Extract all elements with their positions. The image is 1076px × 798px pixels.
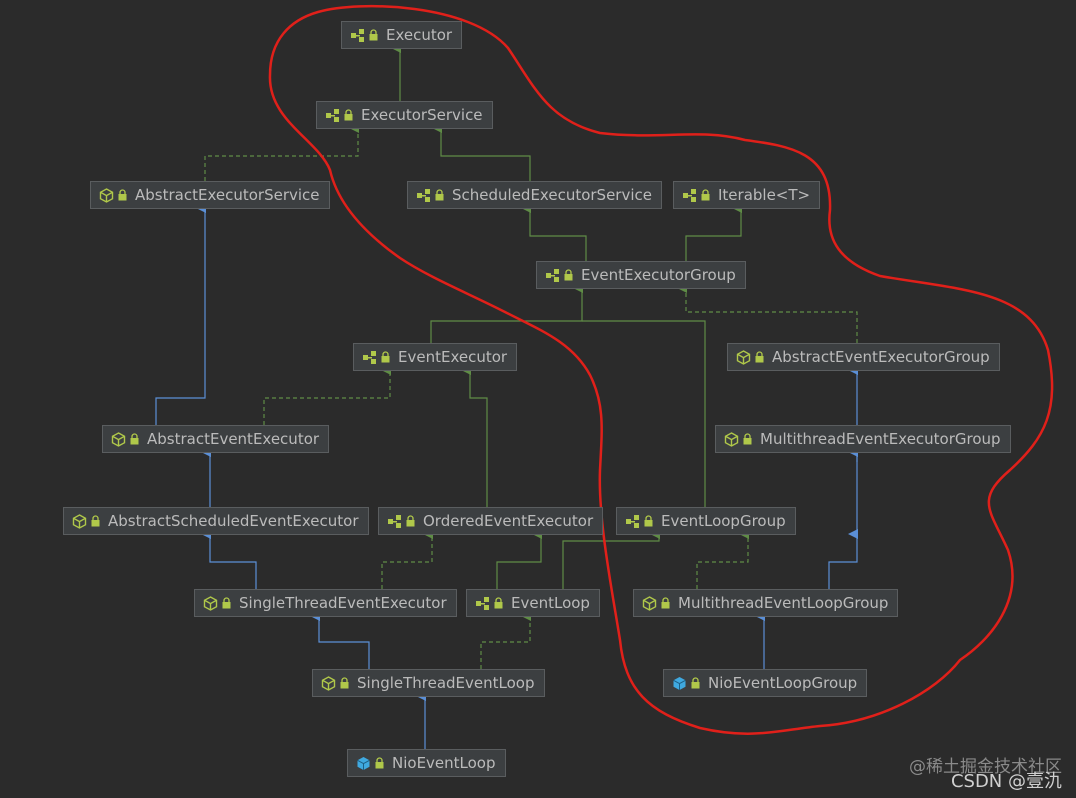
abstract-class-icon — [111, 431, 126, 447]
edge-event-executor-to-event-executor-group — [430, 283, 583, 343]
node-multithread-event-executor-group[interactable]: MultithreadEventExecutorGroup — [715, 425, 1011, 453]
abstract-class-icon — [203, 595, 218, 611]
node-nio-event-loop-group[interactable]: NioEventLoopGroup — [663, 669, 868, 697]
node-event-executor-group[interactable]: EventExecutorGroup — [536, 261, 746, 289]
node-label: MultithreadEventExecutorGroup — [760, 430, 1001, 448]
edge-abstract-event-executor-to-event-executor — [263, 365, 391, 425]
node-label: EventLoopGroup — [661, 512, 786, 530]
edge-abstract-event-executor-group-to-event-executor-group — [677, 283, 858, 343]
interface-icon — [626, 514, 639, 528]
node-label: NioEventLoop — [392, 754, 496, 772]
node-event-loop[interactable]: EventLoop — [466, 589, 600, 617]
node-abstract-executor-service[interactable]: AbstractExecutorService — [90, 181, 330, 209]
lock-icon — [755, 351, 764, 363]
lock-icon — [118, 189, 127, 201]
edge-abstract-event-executor-to-abstract-executor-service — [155, 203, 206, 425]
node-label: EventExecutor — [398, 348, 508, 366]
edge-ordered-event-executor-to-event-executor — [461, 365, 488, 507]
node-iterable[interactable]: Iterable<T> — [673, 181, 821, 209]
interface-icon — [388, 514, 401, 528]
node-event-executor[interactable]: EventExecutor — [353, 343, 518, 371]
lock-icon — [691, 677, 700, 689]
watermark-csdn: CSDN @壹氿 — [950, 771, 1062, 792]
node-label: Iterable<T> — [718, 186, 811, 204]
edge-abstract-executor-service-to-executor-service — [204, 123, 359, 181]
class-icon — [357, 756, 370, 770]
edge-single-thread-event-loop-to-event-loop — [480, 611, 531, 669]
node-single-thread-event-executor[interactable]: SingleThreadEventExecutor — [194, 589, 457, 617]
edge-multithread-event-loop-group-to-multithread-event-executor-group — [828, 529, 858, 589]
lock-icon — [375, 757, 384, 769]
interface-icon — [683, 188, 696, 202]
lock-icon — [130, 433, 139, 445]
node-label: SingleThreadEventExecutor — [239, 594, 447, 612]
lock-icon — [644, 515, 653, 527]
abstract-class-icon — [321, 675, 336, 691]
node-single-thread-event-loop[interactable]: SingleThreadEventLoop — [312, 669, 545, 697]
abstract-class-icon — [99, 187, 114, 203]
lock-icon — [494, 597, 503, 609]
node-scheduled-executor-service[interactable]: ScheduledExecutorService — [407, 181, 662, 209]
lock-icon — [340, 677, 349, 689]
interface-icon — [351, 28, 364, 42]
interface-icon — [417, 188, 430, 202]
node-label: AbstractEventExecutor — [147, 430, 320, 448]
node-label: Executor — [386, 26, 453, 44]
abstract-class-icon — [724, 431, 739, 447]
node-abstract-event-executor[interactable]: AbstractEventExecutor — [102, 425, 330, 453]
edge-event-loop-to-ordered-event-executor — [496, 529, 542, 589]
lock-icon — [344, 109, 353, 121]
edge-event-loop-group-to-event-executor-group — [582, 320, 706, 507]
node-abstract-event-executor-group[interactable]: AbstractEventExecutorGroup — [727, 343, 1000, 371]
node-label: AbstractScheduledEventExecutor — [108, 512, 359, 530]
lock-icon — [406, 515, 415, 527]
edge-single-thread-event-loop-to-single-thread-event-executor — [310, 611, 370, 669]
abstract-class-icon — [642, 595, 657, 611]
node-ordered-event-executor[interactable]: OrderedEventExecutor — [378, 507, 604, 535]
lock-icon — [222, 597, 231, 609]
class-icon — [673, 676, 686, 690]
node-label: AbstractEventExecutorGroup — [772, 348, 990, 366]
node-multithread-event-loop-group[interactable]: MultithreadEventLoopGroup — [633, 589, 899, 617]
node-executor-service[interactable]: ExecutorService — [316, 101, 493, 129]
node-label: AbstractExecutorService — [135, 186, 320, 204]
node-label: MultithreadEventLoopGroup — [678, 594, 889, 612]
edge-scheduled-executor-service-to-executor-service — [432, 123, 531, 181]
node-event-loop-group[interactable]: EventLoopGroup — [616, 507, 796, 535]
node-label: EventLoop — [511, 594, 590, 612]
node-label: OrderedEventExecutor — [423, 512, 594, 530]
red-highlight-outline — [268, 4, 1054, 735]
node-abstract-scheduled-event-executor[interactable]: AbstractScheduledEventExecutor — [63, 507, 369, 535]
watermark-juejin: @稀土掘金技术社区 — [909, 757, 1062, 777]
edge-single-thread-event-executor-to-abstract-scheduled-event-executor — [201, 529, 257, 589]
node-label: SingleThreadEventLoop — [357, 674, 535, 692]
lock-icon — [743, 433, 752, 445]
lock-icon — [701, 189, 710, 201]
interface-icon — [476, 596, 489, 610]
edge-event-loop-to-event-loop-group — [562, 529, 660, 589]
node-nio-event-loop[interactable]: NioEventLoop — [347, 749, 506, 777]
lock-icon — [369, 29, 378, 41]
abstract-class-icon — [736, 349, 751, 365]
node-label: EventExecutorGroup — [581, 266, 736, 284]
lock-icon — [381, 351, 390, 363]
lock-icon — [435, 189, 444, 201]
lock-icon — [661, 597, 670, 609]
abstract-class-icon — [72, 513, 87, 529]
edge-event-executor-group-to-iterable — [685, 203, 742, 261]
node-executor[interactable]: Executor — [341, 21, 463, 49]
lock-icon — [564, 269, 573, 281]
node-label: ScheduledExecutorService — [452, 186, 652, 204]
edge-event-executor-group-to-scheduled-executor-service — [521, 203, 587, 261]
interface-icon — [363, 350, 376, 364]
edge-multithread-event-loop-group-to-event-loop-group — [696, 529, 749, 589]
node-label: NioEventLoopGroup — [708, 674, 858, 692]
interface-icon — [546, 268, 559, 282]
lock-icon — [91, 515, 100, 527]
edge-single-thread-event-executor-to-ordered-event-executor — [381, 529, 433, 589]
node-label: ExecutorService — [361, 106, 483, 124]
interface-icon — [326, 108, 339, 122]
